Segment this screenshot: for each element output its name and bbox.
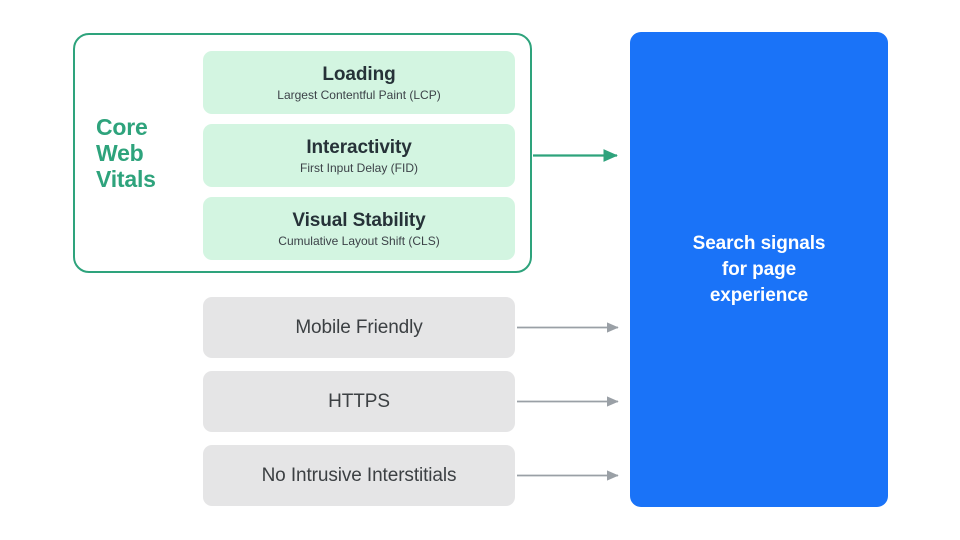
signal-label: Mobile Friendly [295, 317, 423, 338]
signal-box-https[interactable]: HTTPS [203, 371, 515, 432]
metric-card-visual-stability[interactable]: Visual Stability Cumulative Layout Shift… [203, 197, 515, 260]
metric-subtitle: Cumulative Layout Shift (CLS) [278, 233, 440, 248]
signal-box-mobile-friendly[interactable]: Mobile Friendly [203, 297, 515, 358]
search-signals-panel[interactable]: Search signals for page experience [630, 32, 888, 507]
core-web-vitals-label: Core Web Vitals [96, 114, 156, 192]
signal-box-no-intrusive-interstitials[interactable]: No Intrusive Interstitials [203, 445, 515, 506]
metric-subtitle: First Input Delay (FID) [299, 160, 419, 175]
signal-label: No Intrusive Interstitials [261, 465, 457, 486]
metric-title: Visual Stability [292, 209, 426, 231]
metric-title: Loading [322, 63, 396, 85]
metric-card-loading[interactable]: Loading Largest Contentful Paint (LCP) [203, 51, 515, 114]
signal-label: HTTPS [328, 391, 390, 412]
metric-subtitle: Largest Contentful Paint (LCP) [277, 87, 441, 102]
metric-card-interactivity[interactable]: Interactivity First Input Delay (FID) [203, 124, 515, 187]
search-signals-panel-text: Search signals for page experience [692, 232, 826, 306]
metric-title: Interactivity [306, 136, 412, 158]
